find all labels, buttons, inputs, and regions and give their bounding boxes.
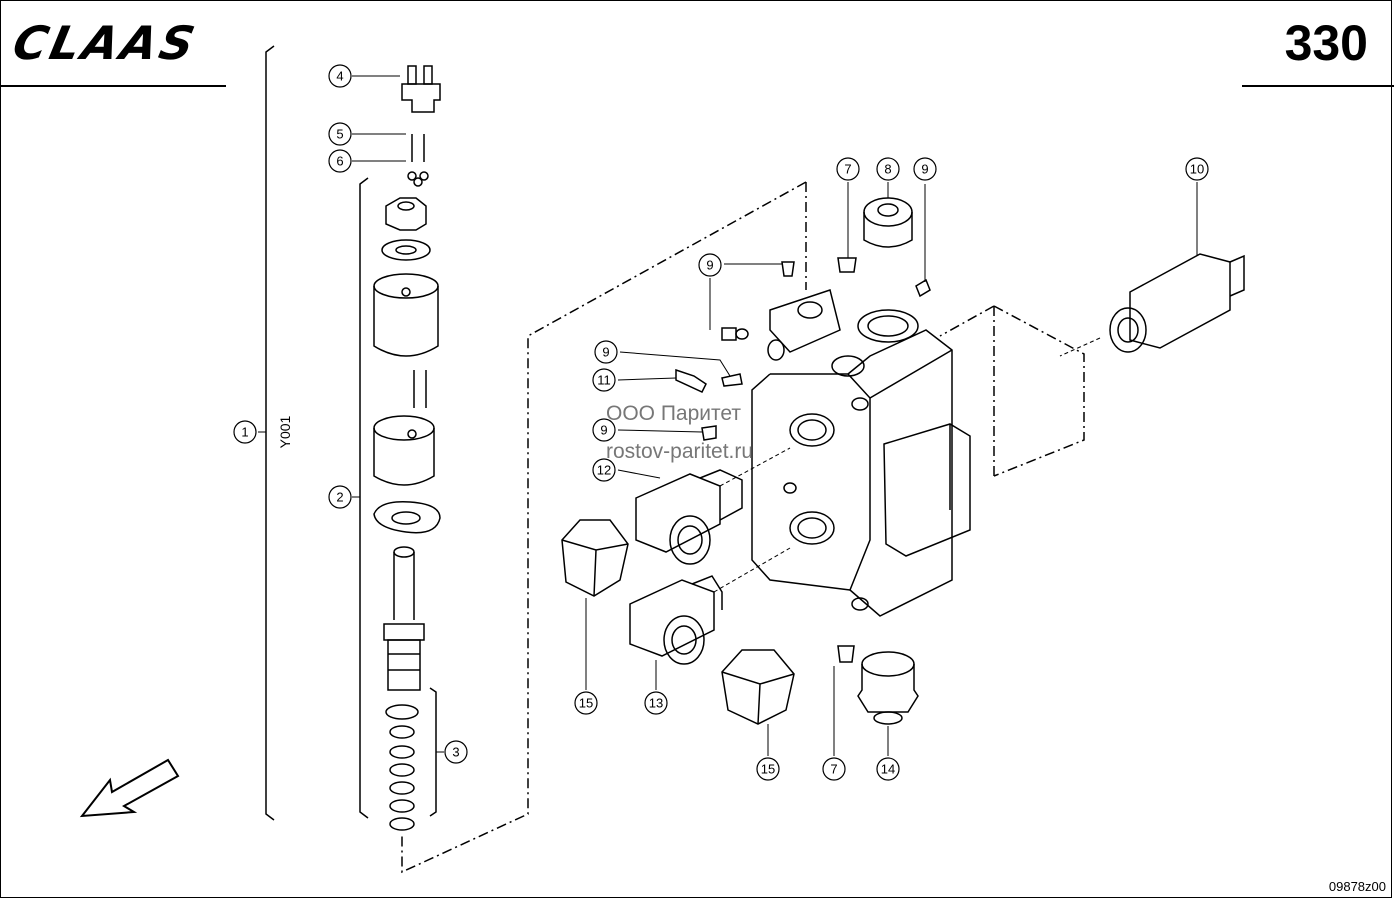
callout-9-a: 9 — [913, 157, 937, 181]
svg-text:7: 7 — [830, 762, 837, 777]
callout-9-c: 9 — [594, 340, 618, 364]
pressure-switch-10 — [1109, 253, 1245, 353]
fitting-13 — [629, 575, 723, 665]
svg-text:5: 5 — [336, 127, 343, 142]
svg-text:15: 15 — [579, 696, 593, 711]
svg-text:8: 8 — [884, 162, 891, 177]
svg-text:9: 9 — [706, 258, 713, 273]
sheet-number: 330 — [1284, 15, 1368, 71]
callout-7-top: 7 — [836, 157, 860, 181]
callout-9-b: 9 — [698, 253, 722, 277]
dashed-outline-left — [401, 181, 807, 874]
svg-text:9: 9 — [602, 345, 609, 360]
hex-nut — [385, 197, 427, 231]
washer — [381, 239, 431, 261]
watermark-company: ООО Паритет — [606, 402, 742, 425]
drawing-code: 09878z00 — [1328, 879, 1386, 894]
callout-4: 4 — [328, 64, 352, 88]
callout-8: 8 — [876, 157, 900, 181]
svg-text:12: 12 — [597, 463, 611, 478]
svg-text:15: 15 — [761, 762, 775, 777]
callout-10: 10 — [1185, 157, 1209, 181]
watermark-url[interactable]: rostov-paritet.ru — [606, 440, 754, 463]
assembly-label: Y001 — [277, 415, 293, 448]
o-ring-set — [385, 704, 419, 831]
svg-text:9: 9 — [600, 423, 607, 438]
bracket-1 — [265, 45, 275, 821]
callout-3: 3 — [444, 740, 468, 764]
callout-12: 12 — [592, 458, 616, 482]
connector-plug — [401, 65, 441, 113]
bracket-2 — [359, 177, 369, 819]
dashed-outline-right — [993, 305, 1085, 477]
svg-text:9: 9 — [921, 162, 928, 177]
callout-9-d: 9 — [592, 418, 616, 442]
callout-13: 13 — [644, 691, 668, 715]
solenoid-coil — [373, 273, 439, 357]
callout-6: 6 — [328, 149, 352, 173]
leader-lines — [258, 75, 1198, 756]
dashed-outline-right2 — [939, 305, 995, 337]
callout-15-right: 15 — [756, 757, 780, 781]
svg-text:3: 3 — [452, 745, 459, 760]
svg-text:7: 7 — [844, 162, 851, 177]
svg-text:11: 11 — [597, 373, 611, 388]
callout-5: 5 — [328, 122, 352, 146]
callout-11: 11 — [592, 368, 616, 392]
fitting-12 — [635, 469, 743, 565]
valve-block — [751, 289, 971, 617]
svg-text:6: 6 — [336, 154, 343, 169]
contact-pins — [407, 134, 429, 187]
svg-text:13: 13 — [649, 696, 663, 711]
bracket-3 — [429, 687, 437, 817]
callout-1: 1 — [233, 420, 257, 444]
cap-15-left — [561, 519, 629, 597]
svg-text:2: 2 — [336, 490, 343, 505]
claas-logo: CLAAS — [8, 16, 203, 70]
svg-text:1: 1 — [241, 425, 248, 440]
svg-text:14: 14 — [881, 762, 895, 777]
svg-text:4: 4 — [336, 69, 343, 84]
callout-2: 2 — [328, 485, 352, 509]
callout-15-left: 15 — [574, 691, 598, 715]
cap-15-right — [721, 649, 795, 725]
plug-8 — [863, 197, 913, 248]
valve-cartridge — [383, 546, 425, 691]
callout-7-bottom: 7 — [822, 757, 846, 781]
direction-arrow-icon — [79, 758, 180, 818]
svg-text:10: 10 — [1190, 162, 1204, 177]
fitting-14 — [857, 651, 919, 725]
coil-gasket — [373, 501, 441, 534]
coil-with-leads — [373, 370, 435, 486]
callout-14: 14 — [876, 757, 900, 781]
